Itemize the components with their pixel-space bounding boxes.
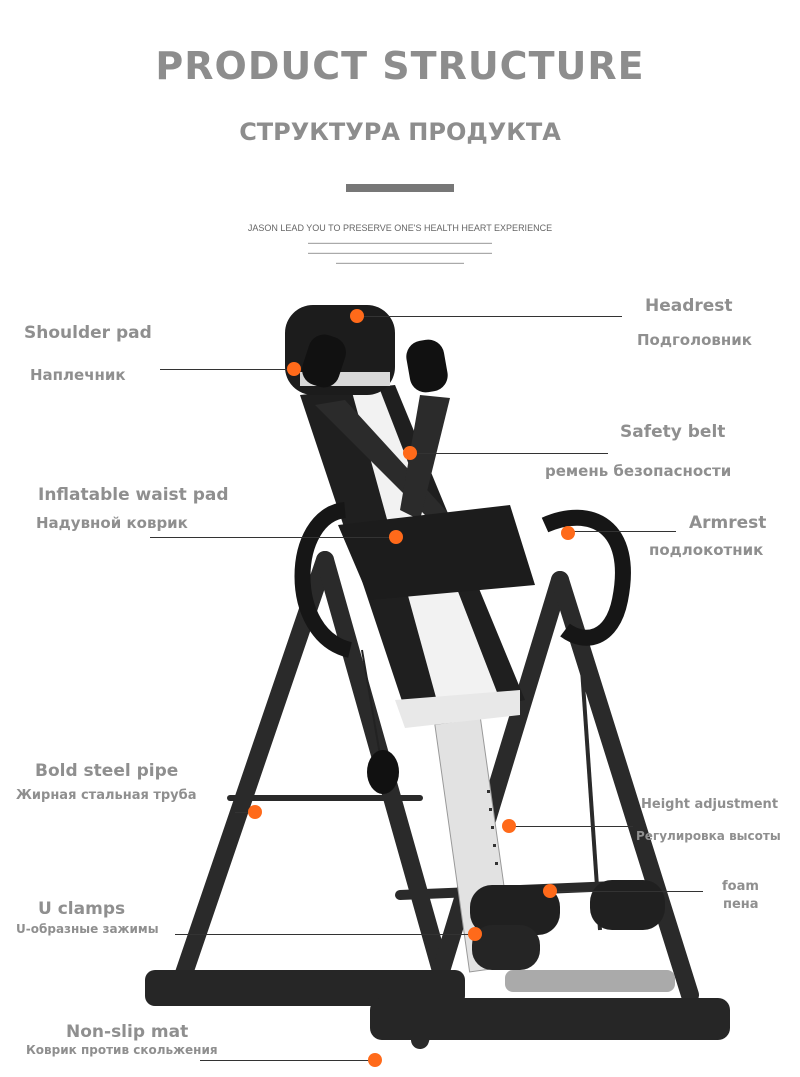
foam-marker [543, 884, 557, 898]
non-slip-mat-label-ru: Коврик против скольжения [26, 1043, 218, 1057]
armrest-pointer [568, 531, 676, 532]
waist-pad-label-ru: Надувной коврик [36, 514, 188, 532]
headrest-pointer [357, 316, 622, 317]
tagline: JASON LEAD YOU TO PRESERVE ONE'S HEALTH … [247, 223, 553, 233]
shoulder-pad-label-ru: Наплечник [30, 366, 126, 384]
steel-pipe-marker [248, 805, 262, 819]
headrest-label-ru: Подголовник [637, 331, 752, 349]
headrest-label-en: Headrest [645, 296, 733, 316]
shoulder-pad-pointer [160, 369, 294, 370]
fine-print-decoration-2: ▬▬▬▬▬▬▬▬▬▬▬▬▬▬▬▬▬▬▬▬▬▬▬▬▬▬▬▬▬▬▬▬▬▬▬▬▬▬▬▬… [308, 250, 492, 255]
u-clamp-pointer [175, 934, 475, 935]
waist-pad-pointer [150, 537, 396, 538]
waist-pad-marker [389, 530, 403, 544]
non-slip-mat-label-en: Non-slip mat [66, 1022, 189, 1042]
steel-pipe-label-ru: Жирная стальная труба [16, 788, 197, 803]
height-adjustment-pointer [509, 826, 633, 827]
page-subtitle: СТРУКТУРА ПРОДУКТА [239, 118, 561, 146]
foam-pointer [550, 891, 703, 892]
non-slip-mat-marker [368, 1053, 382, 1067]
u-clamp-label-ru: U-образные зажимы [16, 922, 159, 936]
fine-print-decoration: ▬▬▬▬▬▬▬▬▬▬▬▬▬▬▬▬▬▬▬▬▬▬▬▬▬▬▬▬▬▬▬▬▬▬▬▬▬▬▬▬… [308, 240, 492, 245]
safety-belt-marker [403, 446, 417, 460]
steel-pipe-label-en: Bold steel pipe [35, 761, 179, 781]
steel-pipe-pointer [235, 812, 255, 813]
foam-label-ru: пена [723, 897, 759, 912]
shoulder-pad-label-en: Shoulder pad [24, 323, 152, 343]
foam-label-en: foam [722, 879, 759, 894]
u-clamp-label-en: U clamps [38, 899, 126, 919]
fine-print-decoration-3: ▬▬▬▬▬▬▬▬▬▬▬▬▬▬▬▬▬▬▬▬▬▬▬▬▬▬▬▬▬▬▬▬ [336, 260, 464, 265]
armrest-label-en: Armrest [689, 513, 767, 533]
armrest-marker [561, 526, 575, 540]
headrest-marker [350, 309, 364, 323]
waist-pad-label-en: Inflatable waist pad [38, 485, 229, 505]
safety-belt-label-ru: ремень безопасности [545, 462, 732, 480]
armrest-label-ru: подлокотник [649, 541, 764, 559]
title-divider [346, 184, 454, 192]
height-adjustment-marker [502, 819, 516, 833]
height-adjustment-label-ru: Регулировка высоты [636, 829, 781, 843]
non-slip-mat-pointer [200, 1060, 375, 1061]
safety-belt-pointer [410, 453, 608, 454]
height-adjustment-label-en: Height adjustment [641, 797, 779, 812]
u-clamp-marker [468, 927, 482, 941]
inversion-table-illustration [145, 305, 730, 1049]
shoulder-pad-marker [287, 362, 301, 376]
page-title: PRODUCT STRUCTURE [155, 44, 645, 88]
safety-belt-label-en: Safety belt [620, 422, 726, 442]
